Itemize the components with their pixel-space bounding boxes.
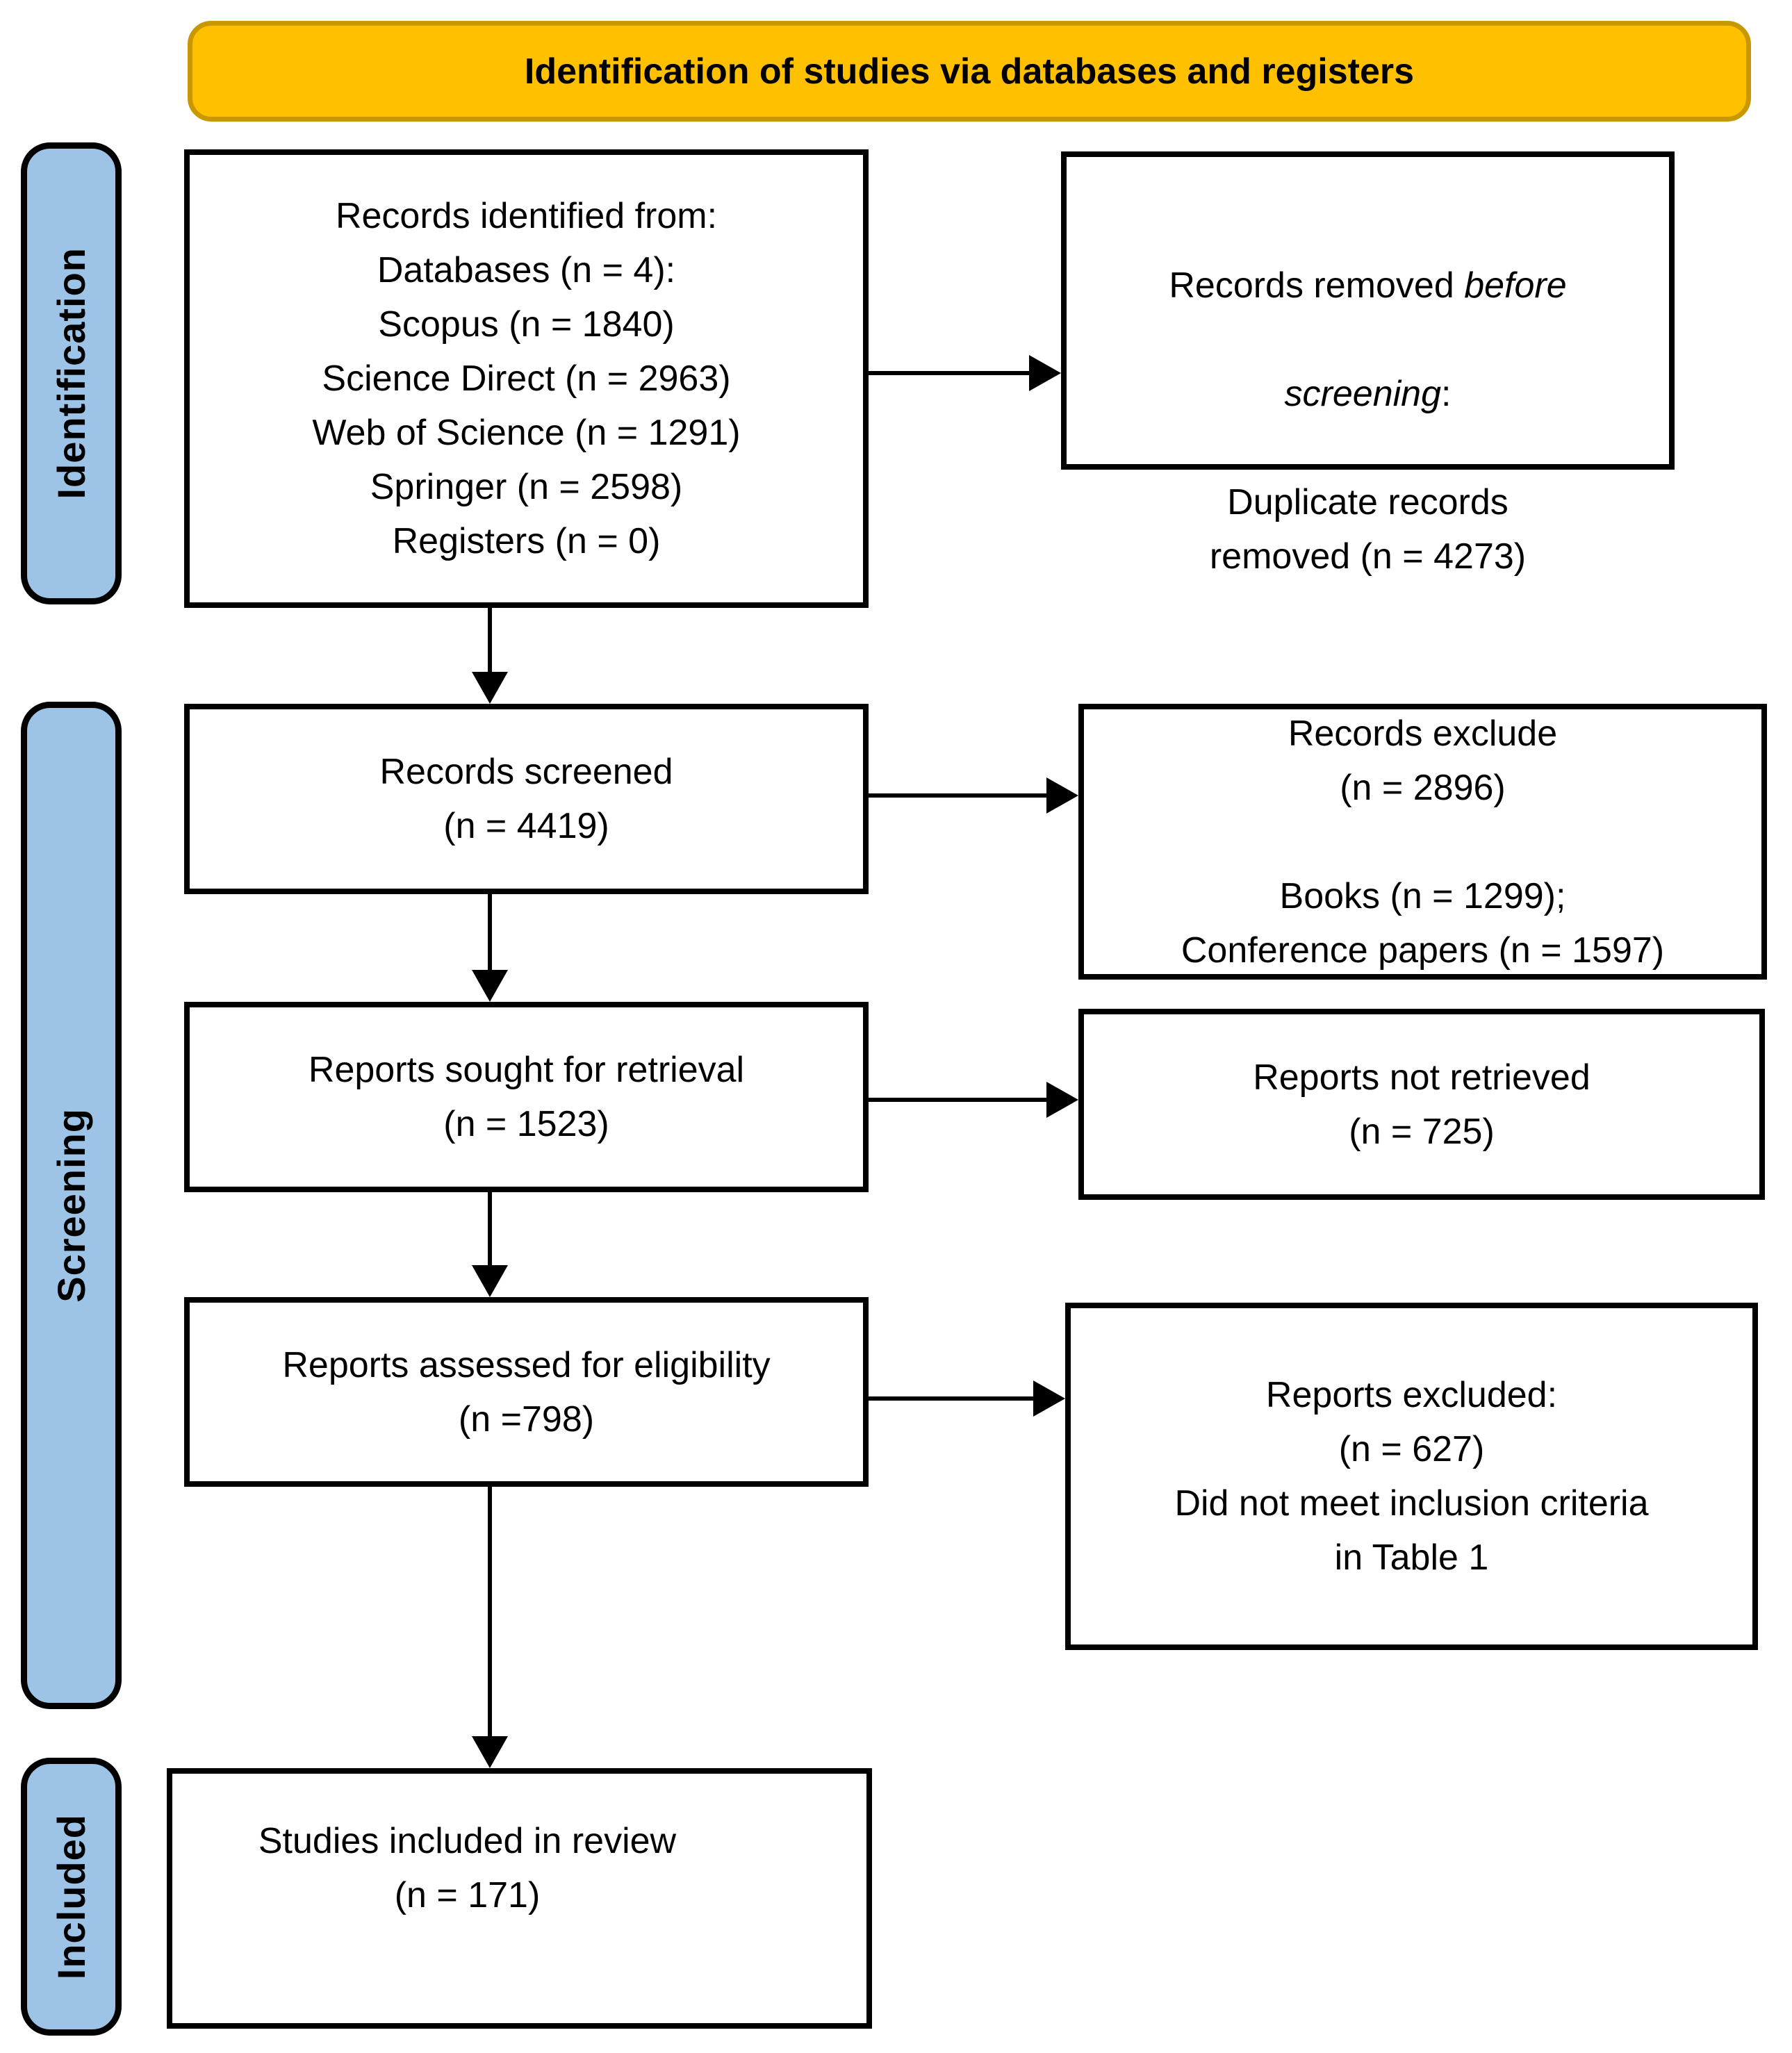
arrow-down-head — [472, 1736, 508, 1768]
arrow-sought-to-assessed — [472, 1192, 508, 1297]
arrow-down-head — [472, 672, 508, 704]
box-studies-included: Studies included in review (n = 171) — [167, 1768, 872, 2029]
arrow-shaft — [869, 1098, 1051, 1102]
arrow-sought-to-not-retrieved — [869, 1082, 1078, 1118]
stage-identification: Identification — [21, 142, 122, 604]
box-studies-included-text: Studies included in review (n = 171) — [258, 1821, 677, 1915]
box-reports-excluded-text: Reports excluded: (n = 627) Did not meet… — [1174, 1375, 1649, 1578]
arrow-shaft — [488, 1192, 492, 1269]
arrow-down-head — [472, 1265, 508, 1297]
arrow-right-head — [1033, 1380, 1065, 1417]
header-title: Identification of studies via databases … — [524, 51, 1415, 92]
box-records-excluded: Records exclude (n = 2896) Books (n = 12… — [1078, 704, 1767, 980]
box-reports-not-retrieved: Reports not retrieved (n = 725) — [1078, 1009, 1765, 1200]
arrow-right-head — [1046, 1082, 1078, 1118]
records-removed-line-2: screening: — [1284, 374, 1452, 414]
arrow-right-head — [1046, 777, 1078, 814]
box-records-removed: Records removed before screening: Duplic… — [1061, 151, 1675, 577]
box-records-screened: Records screened (n = 4419) — [184, 704, 869, 894]
box-records-screened-text: Records screened (n = 4419) — [379, 752, 673, 846]
arrow-identified-to-removed — [869, 355, 1061, 391]
header-banner: Identification of studies via databases … — [188, 21, 1751, 122]
box-reports-assessed-text: Reports assessed for eligibility (n =798… — [282, 1344, 771, 1440]
arrow-assessed-to-included — [472, 1487, 508, 1768]
box-records-excluded-text: Records exclude (n = 2896) Books (n = 12… — [1181, 713, 1665, 971]
arrow-assessed-to-reports-excluded — [869, 1380, 1065, 1417]
box-reports-assessed: Reports assessed for eligibility (n =798… — [184, 1297, 869, 1487]
stage-identification-label: Identification — [49, 247, 93, 500]
arrow-screened-to-excluded — [869, 777, 1078, 814]
arrow-right-head — [1029, 355, 1061, 391]
arrow-shaft — [869, 1396, 1037, 1401]
arrow-down-head — [472, 970, 508, 1002]
arrow-screened-to-sought — [472, 894, 508, 1002]
arrow-shaft — [869, 371, 1033, 375]
arrow-shaft — [488, 608, 492, 676]
box-reports-sought-text: Reports sought for retrieval (n = 1523) — [308, 1050, 745, 1144]
arrow-shaft — [488, 1487, 492, 1740]
stage-screening-label: Screening — [49, 1108, 93, 1303]
box-records-identified-text: Records identified from: Databases (n = … — [312, 196, 741, 561]
records-removed-body: Duplicate records removed (n = 4273) — [1209, 482, 1527, 577]
box-records-identified: Records identified from: Databases (n = … — [184, 149, 869, 608]
records-removed-line-1: Records removed before — [1169, 265, 1567, 306]
arrow-shaft — [488, 894, 492, 974]
arrow-identified-to-screened — [472, 608, 508, 704]
box-reports-excluded: Reports excluded: (n = 627) Did not meet… — [1065, 1303, 1758, 1650]
box-records-removed-text: Records removed before screening: Duplic… — [1169, 204, 1566, 638]
stage-included: Included — [21, 1758, 122, 2036]
box-reports-sought: Reports sought for retrieval (n = 1523) — [184, 1002, 869, 1192]
arrow-shaft — [869, 793, 1051, 798]
box-reports-not-retrieved-text: Reports not retrieved (n = 725) — [1253, 1057, 1590, 1152]
stage-screening: Screening — [21, 702, 122, 1709]
stage-included-label: Included — [49, 1813, 93, 1980]
